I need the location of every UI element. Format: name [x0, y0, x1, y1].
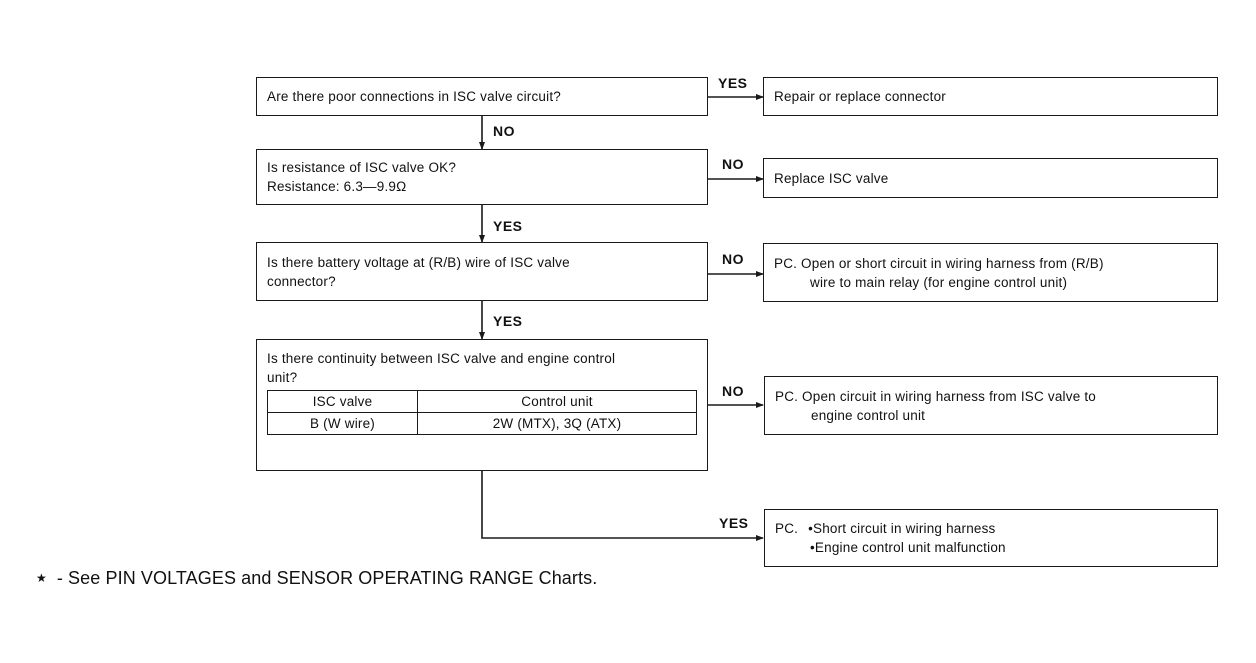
- question-1-line-1: Are there poor connections in ISC valve …: [267, 89, 561, 104]
- final-action-item-2: •Engine control unit malfunction: [810, 540, 1006, 555]
- continuity-table: ISC valve Control unit B (W wire) 2W (MT…: [266, 390, 697, 435]
- label-q3-yes: YES: [493, 313, 523, 329]
- label-q1-yes: YES: [718, 75, 748, 91]
- action-2-line-1: Replace ISC valve: [774, 170, 889, 186]
- action-4-line-2: engine control unit: [811, 407, 926, 423]
- question-box-3: Is there battery voltage at (R/B) wire o…: [256, 242, 708, 301]
- table-header-control-unit: Control unit: [417, 390, 697, 413]
- table-header-isc-valve: ISC valve: [266, 390, 419, 413]
- table-cell-isc-valve: B (W wire): [266, 412, 419, 435]
- action-1-line-1: Repair or replace connector: [774, 89, 946, 104]
- question-box-4: Is there continuity between ISC valve an…: [256, 339, 708, 471]
- question-box-1: Are there poor connections in ISC valve …: [256, 77, 708, 116]
- label-q2-yes: YES: [493, 218, 523, 234]
- question-3-line-1: Is there battery voltage at (R/B) wire o…: [267, 254, 570, 270]
- question-box-2: Is resistance of ISC valve OK? Resistanc…: [256, 149, 708, 205]
- question-4-line-2: unit?: [267, 370, 298, 385]
- action-box-4: PC. Open circuit in wiring harness from …: [764, 376, 1218, 435]
- question-2-line-1: Is resistance of ISC valve OK?: [267, 160, 457, 175]
- label-q4-no: NO: [722, 383, 744, 399]
- final-action-box: PC. •Short circuit in wiring harness •En…: [764, 509, 1218, 567]
- final-action-item-1: •Short circuit in wiring harness: [808, 521, 996, 536]
- action-4-line-1: PC. Open circuit in wiring harness from …: [775, 388, 1097, 404]
- question-4-line-1: Is there continuity between ISC valve an…: [267, 351, 616, 366]
- footnote: ★ - See PIN VOLTAGES and SENSOR OPERATING…: [36, 568, 597, 589]
- table-cell-control-unit: 2W (MTX), 3Q (ATX): [417, 412, 697, 435]
- label-q3-no: NO: [722, 251, 744, 267]
- arrow-q4-yes: [481, 471, 764, 541]
- action-box-2: Replace ISC valve: [763, 158, 1218, 198]
- action-3-line-2: wire to main relay (for engine control u…: [810, 274, 1068, 290]
- table-row: B (W wire) 2W (MTX), 3Q (ATX): [266, 412, 697, 435]
- action-box-1: Repair or replace connector: [763, 77, 1218, 116]
- label-q1-no: NO: [493, 123, 515, 139]
- action-3-line-1: PC. Open or short circuit in wiring harn…: [774, 255, 1104, 271]
- final-action-prefix: PC.: [775, 521, 799, 536]
- table-header-row: ISC valve Control unit: [266, 390, 697, 413]
- question-2-line-2: Resistance: 6.3—9.9Ω: [267, 179, 407, 194]
- star-icon: ★: [36, 571, 47, 585]
- label-q4-yes: YES: [719, 515, 749, 531]
- footnote-text: - See PIN VOLTAGES and SENSOR OPERATING …: [56, 568, 598, 588]
- final-action-line-1: PC. •Short circuit in wiring harness: [775, 519, 1207, 538]
- question-3-line-2: connector?: [267, 273, 336, 289]
- label-q2-no: NO: [722, 156, 744, 172]
- action-box-3: PC. Open or short circuit in wiring harn…: [763, 243, 1218, 302]
